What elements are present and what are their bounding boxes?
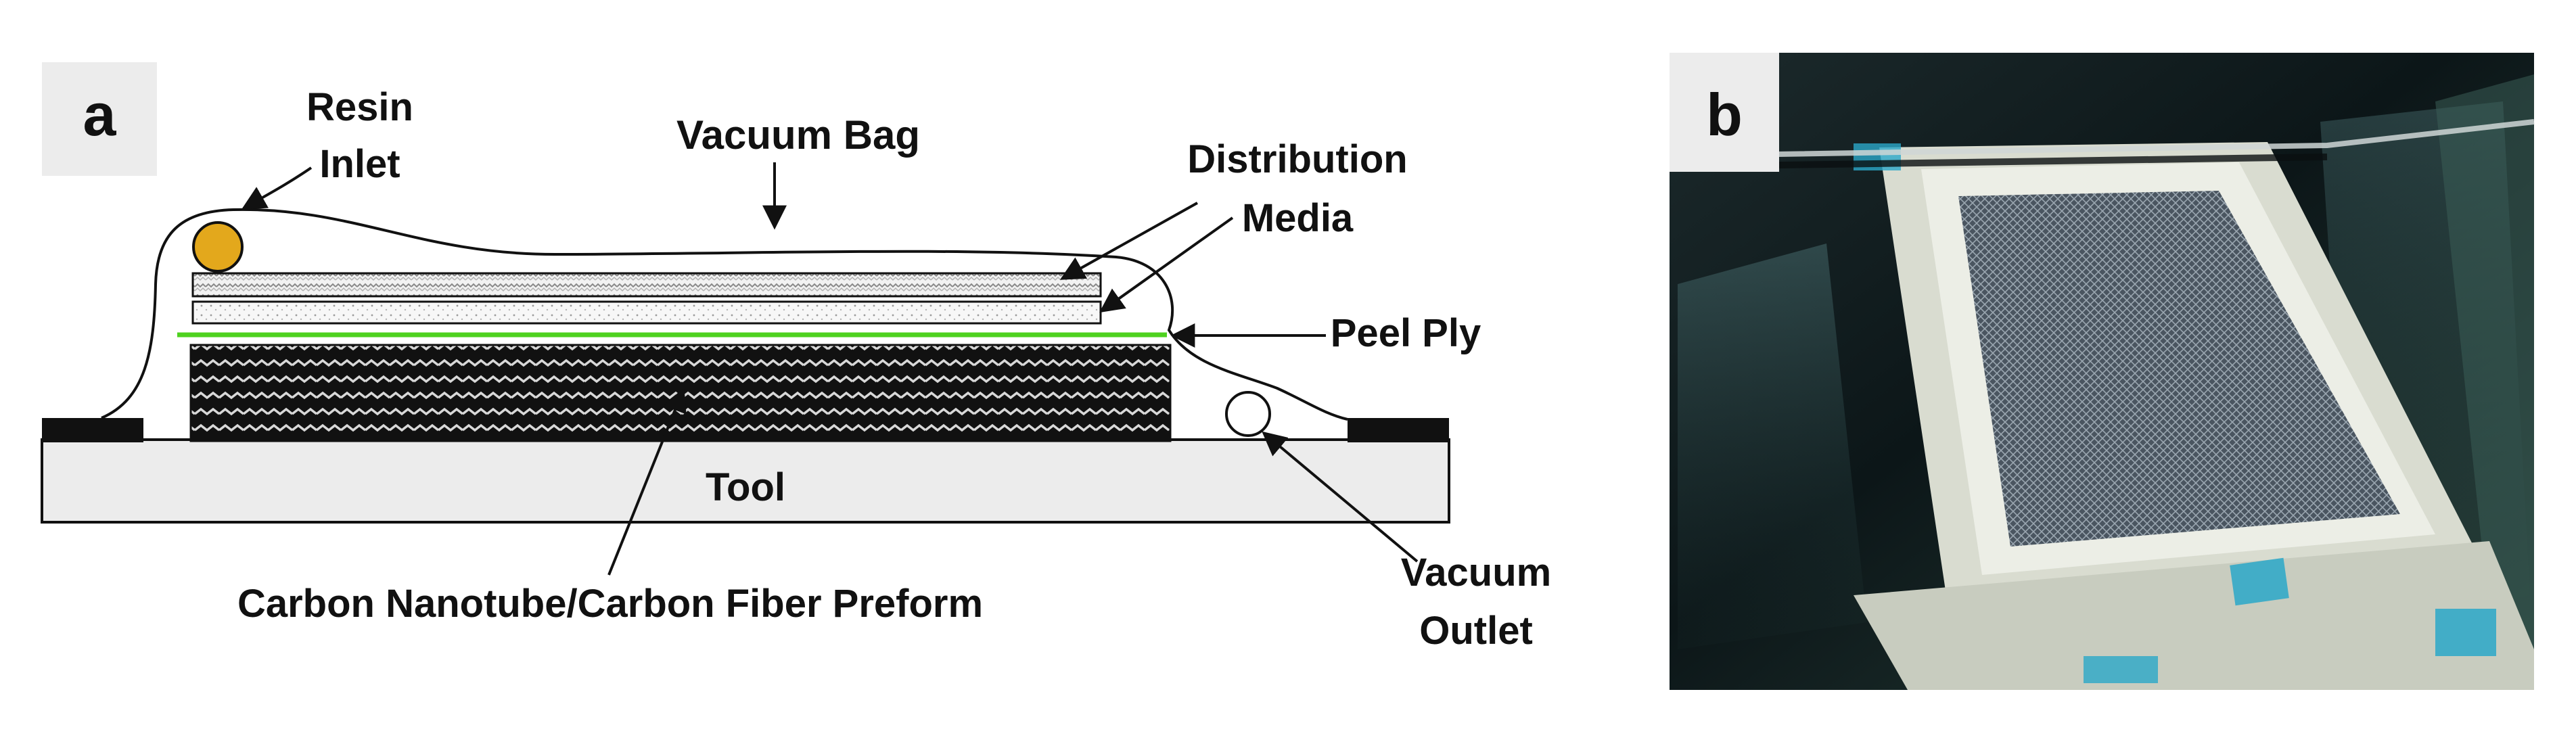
distribution-media-label-line2: Media (1242, 196, 1354, 240)
resin-inlet-arrow (241, 166, 313, 210)
panel-b-tag-box (1670, 53, 1779, 172)
resin-tube-top-shadow (1690, 154, 2328, 170)
distribution-media-arrow-upper (1059, 202, 1198, 280)
vacuum-outlet-arrow (1262, 431, 1419, 563)
distribution-media-label-line1: Distribution (1187, 137, 1407, 181)
vacuum-outlet-label-line1: Vacuum (1401, 551, 1551, 595)
distribution-media-upper (191, 272, 1102, 298)
panel-a-tag: a (83, 81, 117, 148)
panel-a-diagram: a Tool Resin Inlet Vacuum Bag Distributi… (41, 62, 1551, 653)
resin-inlet-label-line2: Inlet (319, 142, 400, 186)
vacuum-bag-label: Vacuum Bag (676, 112, 920, 158)
panel-b-photo: b (1670, 53, 2535, 690)
distribution-media-lower (191, 300, 1102, 325)
preform-arrow (607, 387, 687, 576)
panel-b-tag: b (1706, 81, 1743, 148)
peel-ply-label: Peel Ply (1331, 311, 1481, 355)
glass-edge-right (2435, 74, 2534, 683)
bag-apron (1854, 541, 2534, 690)
vacuum-outlet-tube (1225, 391, 1271, 437)
preform-label: Carbon Nanotube/Carbon Fiber Preform (237, 582, 983, 626)
resin-inlet-tube (192, 221, 244, 273)
vacuum-bag (101, 208, 1348, 421)
glass-reflection-left (1678, 244, 1867, 649)
vacuum-outlet-label-line2: Outlet (1419, 609, 1533, 653)
blue-tape-2 (2435, 609, 2496, 656)
sealant-tape-right (1348, 418, 1449, 442)
sealant-tape-left (42, 418, 143, 442)
mesh-preform (1958, 191, 2400, 547)
distribution-media-arrow-lower (1099, 216, 1234, 313)
blue-tape-3 (2084, 656, 2158, 683)
resin-tube-top (1690, 119, 2535, 158)
tool-label: Tool (706, 465, 785, 509)
blue-tape-1 (2230, 557, 2289, 606)
tool-plate (41, 438, 1450, 524)
resin-inlet-label-line1: Resin (306, 85, 413, 129)
panel-a-tag-box (42, 62, 157, 176)
